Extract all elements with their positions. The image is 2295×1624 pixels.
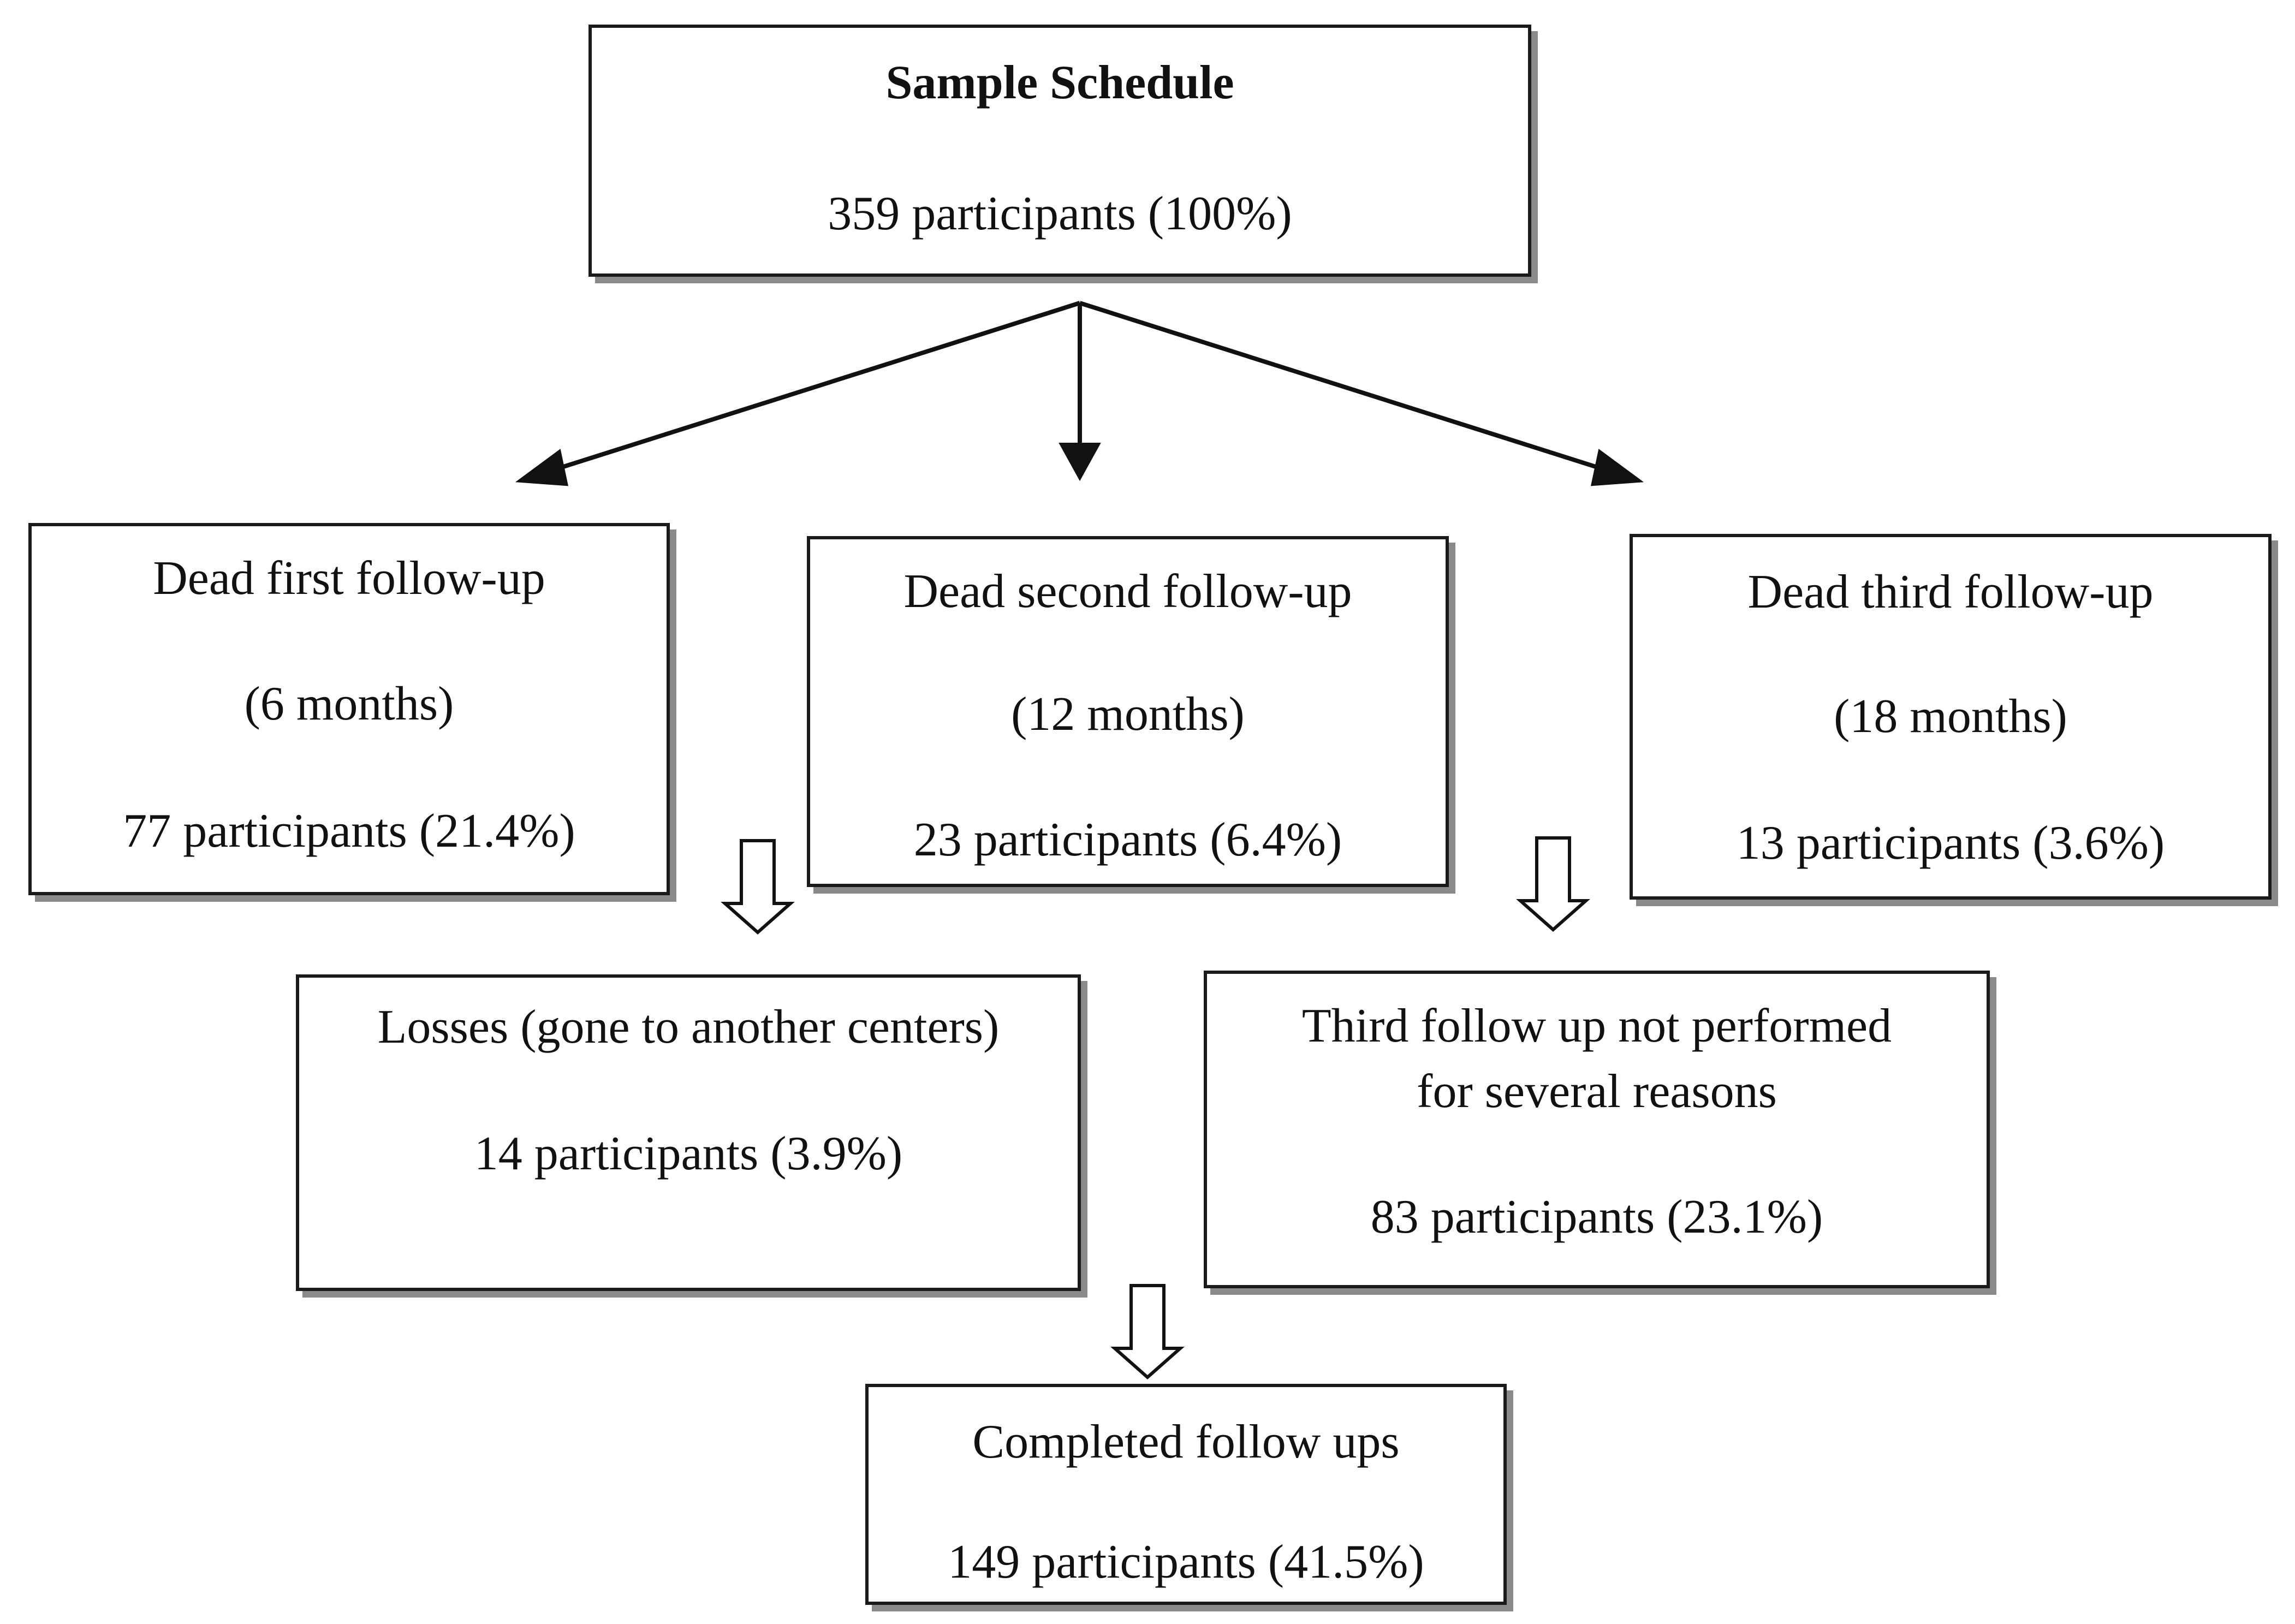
dead-second-label: Dead second follow-up xyxy=(903,565,1352,618)
losses-box: Losses (gone to another centers) 14 part… xyxy=(296,974,1081,1291)
not-performed-box: Third follow up not performed for severa… xyxy=(1204,971,1990,1288)
hollow-arrow-to-completed xyxy=(1110,1284,1185,1380)
arrowhead-dead-third xyxy=(1590,449,1644,486)
dead-first-box: Dead first follow-up (6 months) 77 parti… xyxy=(28,523,670,895)
dead-first-label: Dead first follow-up xyxy=(153,552,545,605)
hollow-arrow-to-losses xyxy=(721,839,795,935)
dead-second-period: (12 months) xyxy=(1011,688,1245,741)
dead-second-box: Dead second follow-up (12 months) 23 par… xyxy=(807,536,1449,887)
not-performed-count: 83 participants (23.1%) xyxy=(1370,1191,1823,1244)
losses-count: 14 participants (3.9%) xyxy=(474,1127,903,1180)
dead-third-count: 13 participants (3.6%) xyxy=(1736,817,2165,870)
dead-third-box: Dead third follow-up (18 months) 13 part… xyxy=(1630,534,2272,900)
dead-first-count: 77 participants (21.4%) xyxy=(123,805,575,858)
not-performed-line2: for several reasons xyxy=(1417,1065,1777,1118)
split-arrows xyxy=(515,301,1644,486)
arrowhead-dead-first xyxy=(515,449,569,486)
completed-count: 149 participants (41.5%) xyxy=(948,1536,1424,1589)
sample-schedule-title: Sample Schedule xyxy=(885,56,1234,109)
completed-box: Completed follow ups 149 participants (4… xyxy=(865,1384,1507,1605)
sample-schedule-count: 359 participants (100%) xyxy=(828,187,1292,240)
dead-third-period: (18 months) xyxy=(1834,690,2067,743)
losses-label: Losses (gone to another centers) xyxy=(377,1001,1000,1054)
not-performed-line1: Third follow up not performed xyxy=(1301,1000,1892,1052)
dead-second-count: 23 participants (6.4%) xyxy=(913,813,1342,866)
arrowhead-dead-second xyxy=(1059,443,1101,481)
sample-schedule-box: Sample Schedule 359 participants (100%) xyxy=(588,25,1531,277)
arrow-to-dead-first xyxy=(550,301,1081,473)
hollow-arrows xyxy=(721,836,1590,1380)
hollow-arrow-to-not-performed xyxy=(1516,836,1590,932)
arrow-to-dead-third xyxy=(1079,301,1609,473)
completed-label: Completed follow ups xyxy=(972,1415,1400,1468)
dead-third-label: Dead third follow-up xyxy=(1747,566,2154,618)
dead-first-period: (6 months) xyxy=(244,677,454,730)
